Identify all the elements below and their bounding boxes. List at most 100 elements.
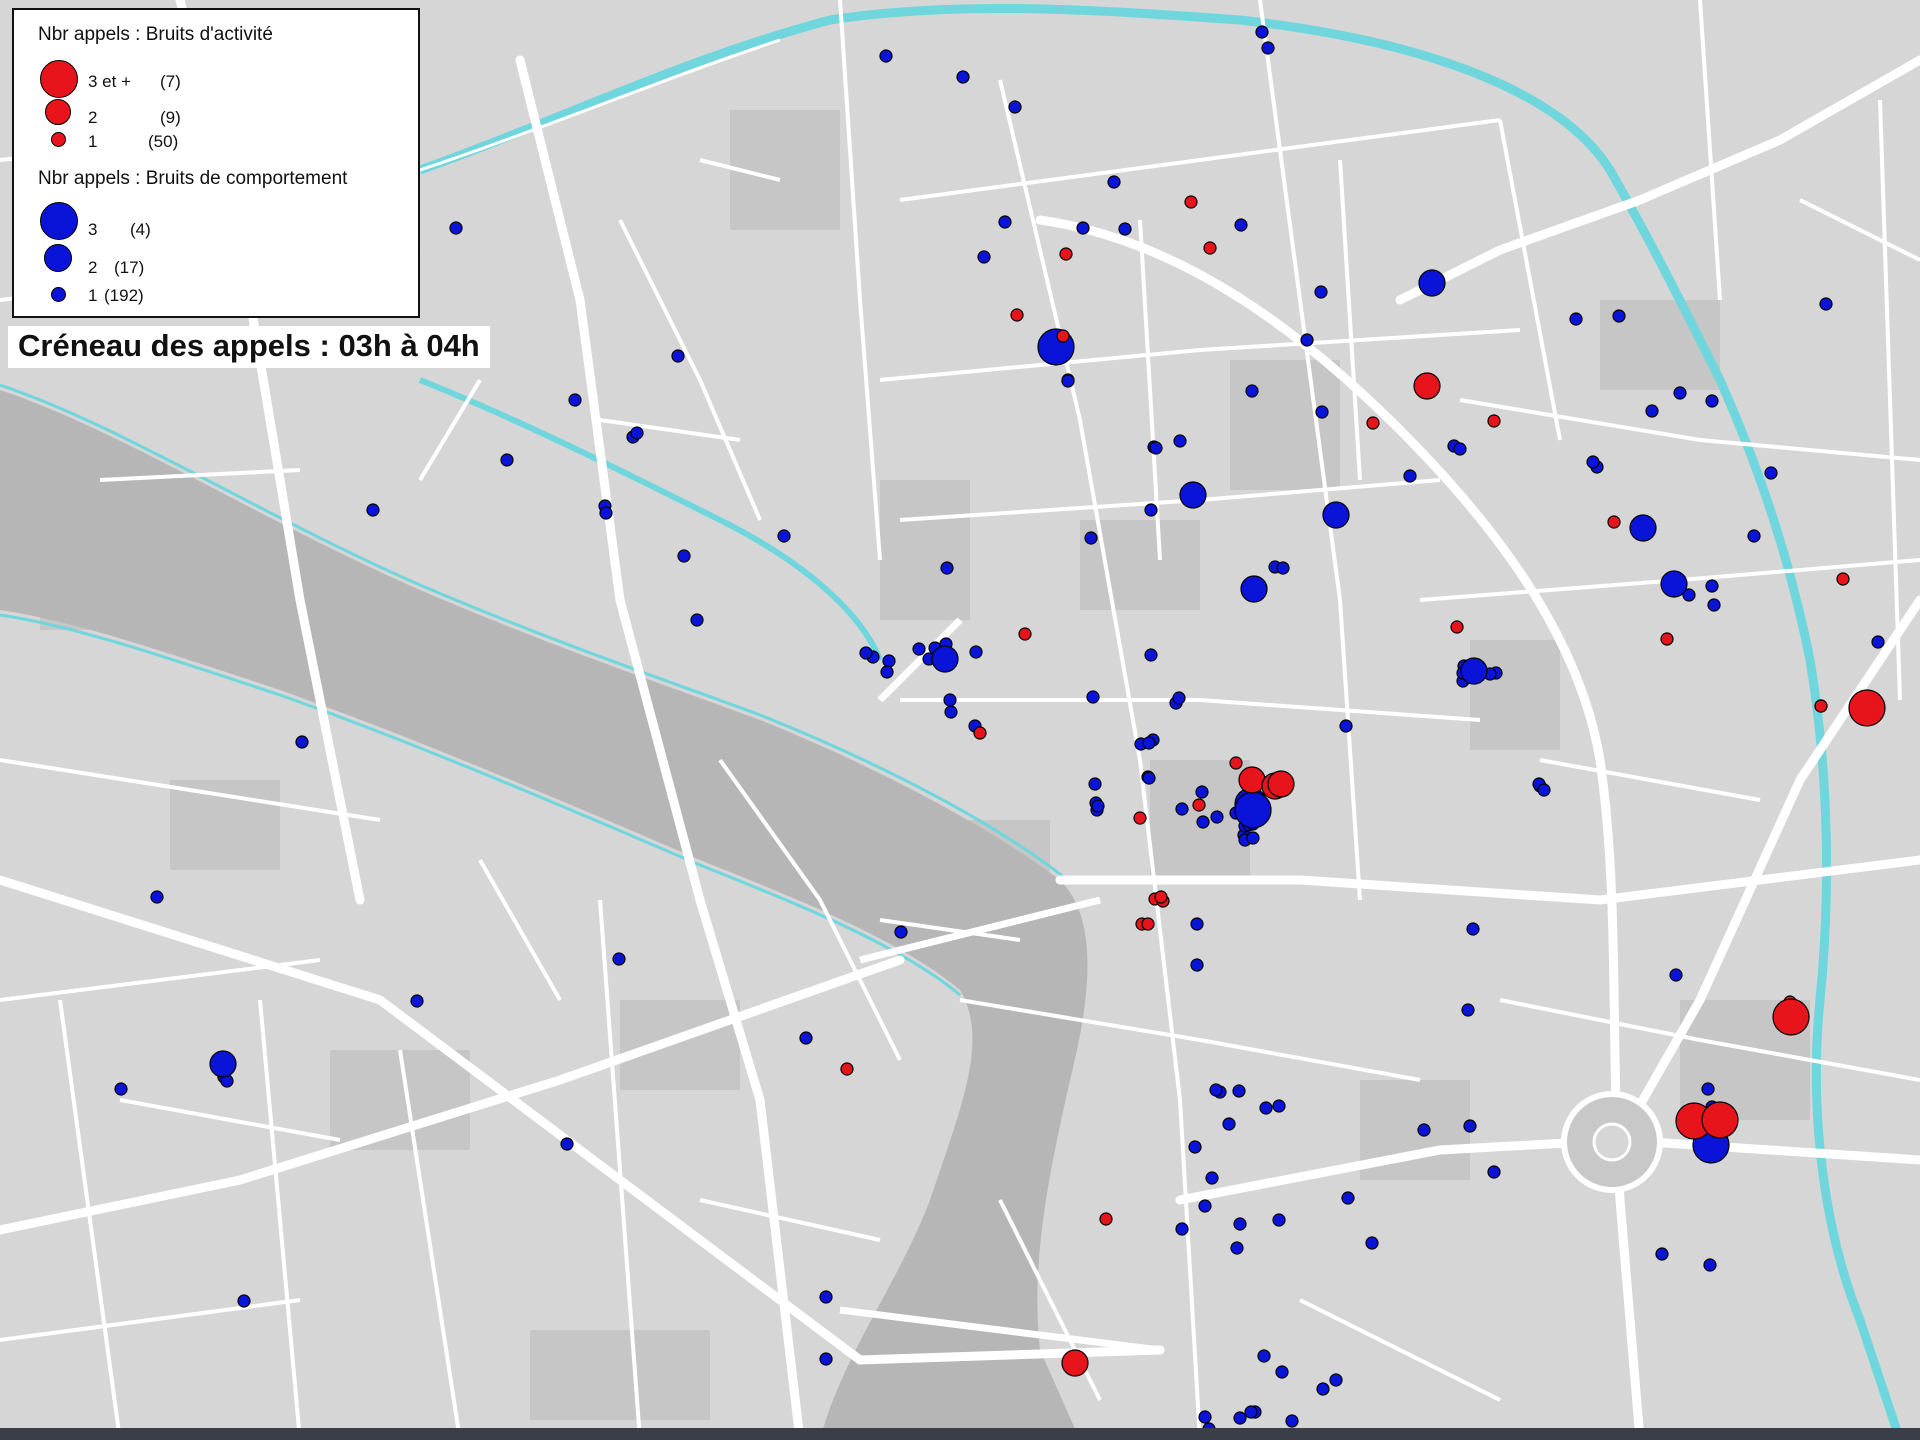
behavior-noise-marker[interactable]	[1244, 1405, 1258, 1419]
behavior-noise-marker[interactable]	[1088, 777, 1102, 791]
behavior-noise-marker[interactable]	[1660, 570, 1688, 598]
activity-noise-marker[interactable]	[1154, 890, 1168, 904]
behavior-noise-marker[interactable]	[1612, 309, 1626, 323]
behavior-noise-marker[interactable]	[1205, 1171, 1219, 1185]
behavior-noise-marker[interactable]	[1084, 531, 1098, 545]
behavior-noise-marker[interactable]	[500, 453, 514, 467]
behavior-noise-marker[interactable]	[1076, 221, 1090, 235]
behavior-noise-marker[interactable]	[1245, 384, 1259, 398]
behavior-noise-marker[interactable]	[1569, 312, 1583, 326]
behavior-noise-marker[interactable]	[1195, 785, 1209, 799]
behavior-noise-marker[interactable]	[1487, 1165, 1501, 1179]
behavior-noise-marker[interactable]	[1417, 1123, 1431, 1137]
behavior-noise-marker[interactable]	[1705, 394, 1719, 408]
behavior-noise-marker[interactable]	[1142, 736, 1156, 750]
behavior-noise-marker[interactable]	[1086, 690, 1100, 704]
behavior-noise-marker[interactable]	[931, 645, 959, 673]
behavior-noise-marker[interactable]	[1144, 648, 1158, 662]
behavior-noise-marker[interactable]	[1655, 1247, 1669, 1261]
activity-noise-marker[interactable]	[1203, 241, 1217, 255]
activity-noise-marker[interactable]	[1099, 1212, 1113, 1226]
behavior-noise-marker[interactable]	[1329, 1373, 1343, 1387]
behavior-noise-marker[interactable]	[956, 70, 970, 84]
behavior-noise-marker[interactable]	[1418, 269, 1446, 297]
activity-noise-marker[interactable]	[1133, 811, 1147, 825]
behavior-noise-marker[interactable]	[1461, 1003, 1475, 1017]
behavior-noise-marker[interactable]	[894, 925, 908, 939]
behavior-noise-marker[interactable]	[1460, 657, 1488, 685]
behavior-noise-marker[interactable]	[1198, 1199, 1212, 1213]
behavior-noise-marker[interactable]	[1008, 100, 1022, 114]
activity-noise-marker[interactable]	[1772, 998, 1810, 1036]
behavior-noise-marker[interactable]	[1240, 575, 1268, 603]
behavior-noise-marker[interactable]	[1257, 1349, 1271, 1363]
behavior-noise-marker[interactable]	[912, 642, 926, 656]
behavior-noise-marker[interactable]	[630, 426, 644, 440]
behavior-noise-marker[interactable]	[1142, 771, 1156, 785]
behavior-noise-marker[interactable]	[977, 250, 991, 264]
behavior-noise-marker[interactable]	[944, 705, 958, 719]
behavior-noise-marker[interactable]	[237, 1294, 251, 1308]
behavior-noise-marker[interactable]	[1673, 386, 1687, 400]
activity-noise-marker[interactable]	[1056, 329, 1070, 343]
activity-noise-marker[interactable]	[1848, 689, 1886, 727]
behavior-noise-marker[interactable]	[1314, 285, 1328, 299]
behavior-noise-marker[interactable]	[819, 1290, 833, 1304]
behavior-noise-marker[interactable]	[1703, 1258, 1717, 1272]
activity-noise-marker[interactable]	[1238, 766, 1266, 794]
behavior-noise-marker[interactable]	[1871, 635, 1885, 649]
behavior-noise-marker[interactable]	[799, 1031, 813, 1045]
behavior-noise-marker[interactable]	[998, 215, 1012, 229]
behavior-noise-marker[interactable]	[1463, 1119, 1477, 1133]
behavior-noise-marker[interactable]	[1234, 791, 1272, 829]
behavior-noise-marker[interactable]	[1701, 1082, 1715, 1096]
behavior-noise-marker[interactable]	[1819, 297, 1833, 311]
behavior-noise-marker[interactable]	[599, 506, 613, 520]
behavior-noise-marker[interactable]	[568, 393, 582, 407]
behavior-noise-marker[interactable]	[560, 1137, 574, 1151]
activity-noise-marker[interactable]	[1701, 1101, 1739, 1139]
behavior-noise-marker[interactable]	[1322, 501, 1350, 529]
activity-noise-marker[interactable]	[1184, 195, 1198, 209]
behavior-noise-marker[interactable]	[209, 1050, 237, 1078]
behavior-noise-marker[interactable]	[819, 1352, 833, 1366]
behavior-noise-marker[interactable]	[1275, 1365, 1289, 1379]
activity-noise-marker[interactable]	[840, 1062, 854, 1076]
behavior-noise-marker[interactable]	[1246, 831, 1260, 845]
behavior-noise-marker[interactable]	[1453, 442, 1467, 456]
behavior-noise-marker[interactable]	[410, 994, 424, 1008]
activity-noise-marker[interactable]	[1192, 798, 1206, 812]
activity-noise-marker[interactable]	[1366, 416, 1380, 430]
behavior-noise-marker[interactable]	[1276, 561, 1290, 575]
behavior-noise-marker[interactable]	[1234, 218, 1248, 232]
behavior-noise-marker[interactable]	[1764, 466, 1778, 480]
behavior-noise-marker[interactable]	[1315, 405, 1329, 419]
behavior-noise-marker[interactable]	[1629, 514, 1657, 542]
behavior-noise-marker[interactable]	[1365, 1236, 1379, 1250]
behavior-noise-marker[interactable]	[880, 665, 894, 679]
behavior-noise-marker[interactable]	[1190, 917, 1204, 931]
behavior-noise-marker[interactable]	[1466, 922, 1480, 936]
behavior-noise-marker[interactable]	[1149, 441, 1163, 455]
behavior-noise-marker[interactable]	[1209, 1083, 1223, 1097]
behavior-noise-marker[interactable]	[295, 735, 309, 749]
behavior-noise-marker[interactable]	[1682, 588, 1696, 602]
behavior-noise-marker[interactable]	[1537, 783, 1551, 797]
behavior-noise-marker[interactable]	[1222, 1117, 1236, 1131]
behavior-noise-marker[interactable]	[1341, 1191, 1355, 1205]
behavior-noise-marker[interactable]	[1172, 691, 1186, 705]
behavior-noise-marker[interactable]	[777, 529, 791, 543]
behavior-noise-marker[interactable]	[1645, 404, 1659, 418]
behavior-noise-marker[interactable]	[449, 221, 463, 235]
behavior-noise-marker[interactable]	[1188, 1140, 1202, 1154]
behavior-noise-marker[interactable]	[1061, 374, 1075, 388]
behavior-noise-marker[interactable]	[1190, 958, 1204, 972]
behavior-noise-marker[interactable]	[1233, 1217, 1247, 1231]
behavior-noise-marker[interactable]	[1196, 815, 1210, 829]
activity-noise-marker[interactable]	[1010, 308, 1024, 322]
behavior-noise-marker[interactable]	[1705, 579, 1719, 593]
behavior-noise-marker[interactable]	[1233, 1411, 1247, 1425]
activity-noise-marker[interactable]	[1059, 247, 1073, 261]
behavior-noise-marker[interactable]	[940, 561, 954, 575]
behavior-noise-marker[interactable]	[1210, 810, 1224, 824]
